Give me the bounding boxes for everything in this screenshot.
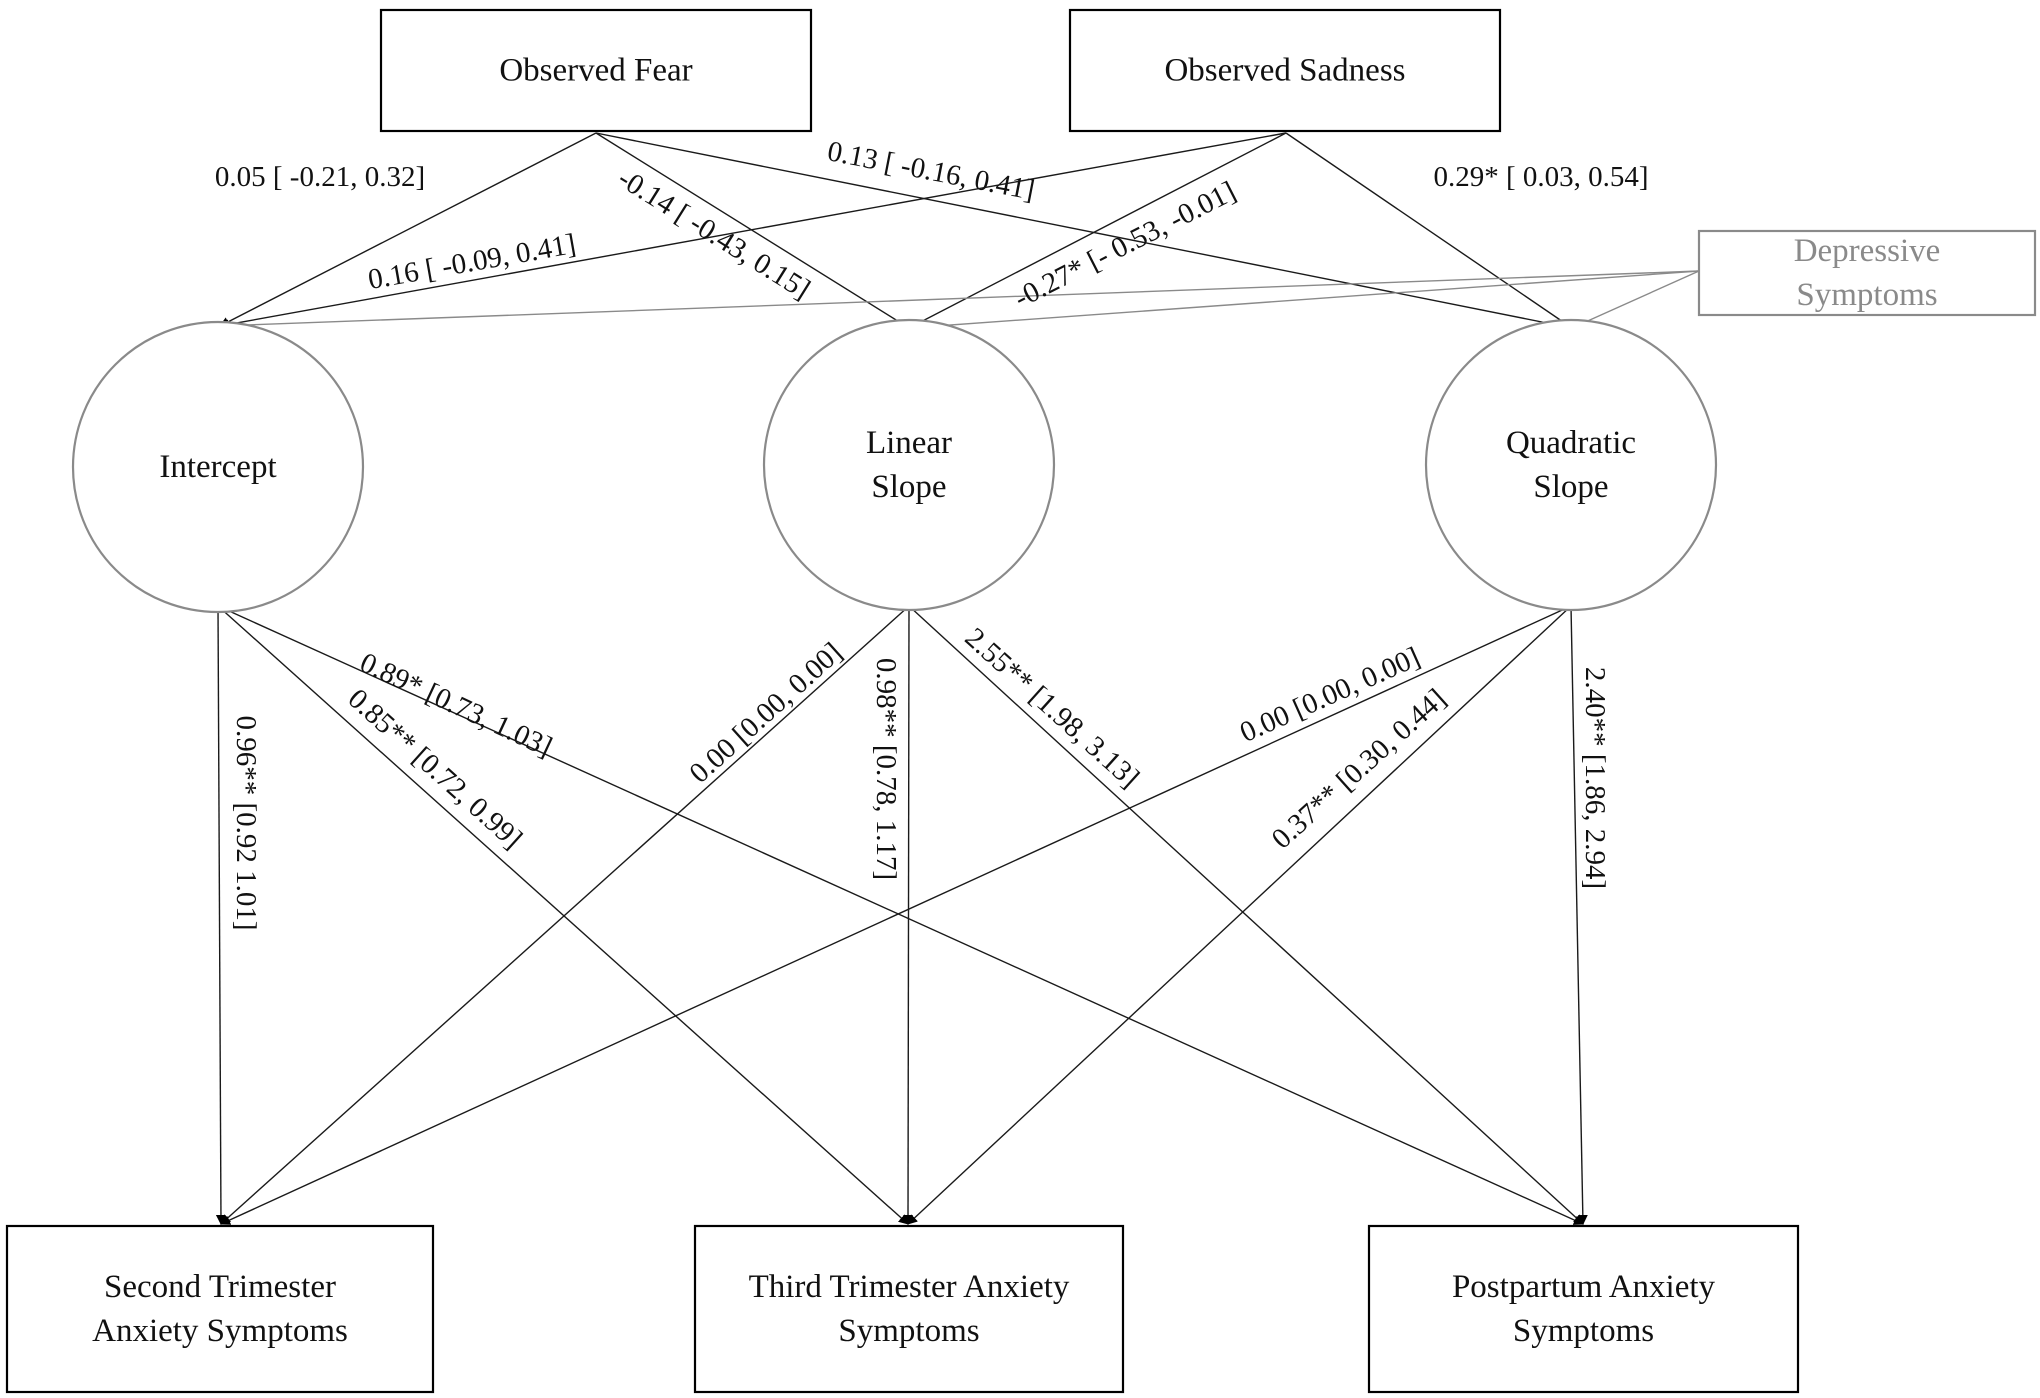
quadratic-slope-label-line-1: Quadratic xyxy=(1506,425,1636,461)
quadratic-slope-label-line-2: Slope xyxy=(1533,469,1608,505)
linear-slope-label-line-2: Slope xyxy=(871,469,946,505)
third-trimester-box xyxy=(693,1224,1125,1394)
depressive-symptoms-label-line-2: Symptoms xyxy=(1796,277,1937,313)
observed-sadness-box xyxy=(1068,8,1502,133)
edge-label-linear-third: 0.98** [0.78, 1.17] xyxy=(870,658,902,880)
edge-fear-intercept xyxy=(219,132,597,327)
edge-fear-linear xyxy=(595,132,910,329)
third-trimester-label-line-2: Symptoms xyxy=(838,1313,979,1349)
edge-depressive-linear xyxy=(908,270,1700,333)
observed-sadness-label-line-1: Observed Sadness xyxy=(1164,53,1405,89)
postpartum-label-line-2: Symptoms xyxy=(1513,1313,1654,1349)
edge-intercept-third xyxy=(217,605,909,1225)
edge-label-quadratic-postpartum: 2.40** [1.86, 2.94] xyxy=(1579,667,1611,889)
quadratic-slope-circle xyxy=(1424,318,1718,612)
second-trimester-label-line-2: Anxiety Symptoms xyxy=(92,1313,348,1349)
edge-label-linear-second: 0.00 [0.00, 0.00] xyxy=(683,636,848,789)
linear-slope-label-line-1: Linear xyxy=(866,425,952,461)
edge-label-fear-quadratic: 0.13 [ -0.16, 0.41] xyxy=(825,135,1037,207)
depressive-symptoms-label-line-1: Depressive xyxy=(1794,233,1941,269)
postpartum-box xyxy=(1367,1224,1800,1394)
edge-quadratic-second xyxy=(220,605,1572,1225)
postpartum-label-line-1: Postpartum Anxiety xyxy=(1452,1269,1716,1305)
intercept-circle xyxy=(71,320,365,614)
edge-label-fear-linear: -0.14 [ -0.43, 0.15] xyxy=(612,162,815,306)
intercept-label-line-1: Intercept xyxy=(159,449,276,485)
intercept-node: Intercept xyxy=(71,320,365,614)
edge-label-sadness-intercept: 0.16 [ -0.09, 0.41] xyxy=(366,228,579,296)
observed-fear-node: Observed Fear xyxy=(379,8,813,133)
edge-label-sadness-linear: -0.27* [- 0.53, -0.01] xyxy=(1009,175,1241,314)
edge-linear-third xyxy=(903,605,914,1225)
edge-linear-second xyxy=(220,605,910,1225)
edge-intercept-postpartum xyxy=(217,605,1584,1225)
edge-sadness-intercept xyxy=(219,132,1287,330)
observed-fear-label-line-1: Observed Fear xyxy=(499,53,692,89)
third-trimester-label-line-1: Third Trimester Anxiety xyxy=(749,1269,1070,1305)
second-trimester-label-line-1: Second Trimester xyxy=(104,1269,336,1305)
edge-sadness-quadratic xyxy=(1285,132,1573,329)
edge-label-sadness-quadratic: 0.29* [ 0.03, 0.54] xyxy=(1433,161,1648,193)
edge-intercept-second xyxy=(215,605,226,1225)
edge-sadness-linear xyxy=(908,132,1287,329)
edge-label-linear-postpartum: 2.55** [1.98, 3.13] xyxy=(959,622,1146,795)
observed-fear-box xyxy=(379,8,813,133)
edge-fear-quadratic xyxy=(595,132,1573,332)
edge-label-fear-intercept: 0.05 [ -0.21, 0.32] xyxy=(215,161,425,193)
depressive-symptoms-box xyxy=(1697,229,2037,317)
edge-depressive-intercept xyxy=(219,270,1700,331)
linear-slope-circle xyxy=(762,318,1056,612)
edge-label-intercept-second: 0.96** [0.92 1.01] xyxy=(230,715,262,930)
observed-sadness-node: Observed Sadness xyxy=(1068,8,1502,133)
edge-quadratic-third xyxy=(907,605,1572,1225)
edge-linear-postpartum xyxy=(908,605,1584,1225)
edge-depressive-quadratic xyxy=(1571,270,1700,329)
second-trimester-box xyxy=(5,1224,435,1394)
edge-quadratic-postpartum xyxy=(1570,605,1588,1225)
